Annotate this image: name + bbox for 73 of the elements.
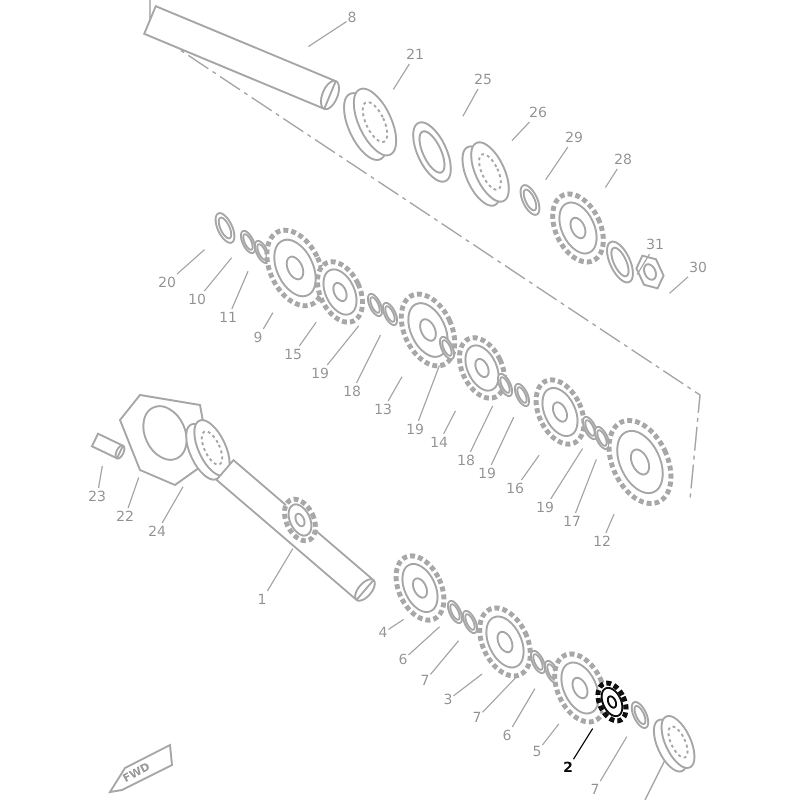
leader-line [388, 618, 404, 630]
leader-line [470, 406, 494, 452]
leader-line [204, 257, 232, 292]
leader-line [308, 21, 347, 48]
callout-number: 1 [258, 592, 266, 608]
callout-number: 11 [219, 310, 237, 326]
callout-number: 2 [563, 760, 573, 776]
leader-line [430, 640, 460, 675]
callout-number: 6 [398, 652, 408, 668]
leader-line [545, 146, 568, 180]
leader-line [231, 270, 249, 310]
leader-line [550, 448, 584, 500]
leader-line [262, 312, 274, 330]
callout-number: 25 [474, 72, 492, 88]
leader-line [408, 626, 440, 656]
callout-number: 8 [348, 10, 356, 26]
callout-number: 17 [563, 514, 581, 530]
callout-number: 5 [532, 744, 542, 760]
leader-line [266, 548, 294, 592]
leader-line [176, 249, 205, 275]
callout-number: 4 [378, 625, 388, 641]
leader-line [520, 454, 540, 480]
callout-number: 20 [158, 275, 176, 291]
callout-number: 12 [593, 534, 611, 550]
callout-number: 19 [478, 466, 496, 482]
callout-number: 6 [502, 728, 512, 744]
leader-line [604, 168, 618, 188]
leader-line [669, 276, 689, 294]
callout-number: 3 [444, 692, 452, 708]
leader-line [542, 724, 560, 746]
leader-line [356, 334, 382, 384]
leader-line [453, 674, 482, 696]
callout-number: 7 [472, 710, 482, 726]
callout-number: 21 [406, 47, 424, 63]
callout-number: 15 [284, 347, 302, 363]
leader-line [162, 486, 184, 524]
callout-number: 7 [420, 673, 430, 689]
leader-line [490, 416, 514, 466]
leader-line [574, 459, 597, 514]
leader-line [462, 88, 479, 117]
leader-line [443, 410, 456, 434]
callout-number: 29 [565, 130, 583, 146]
leader-line [418, 365, 440, 422]
callout-number: 7 [590, 782, 600, 798]
leader-line [511, 122, 530, 142]
leader-line [298, 322, 317, 346]
callout-number: 18 [343, 384, 361, 400]
callout-number: 19 [536, 500, 554, 516]
callout-number: 28 [614, 152, 632, 168]
leader-line [392, 64, 410, 90]
callout-number: 30 [689, 260, 707, 276]
leader-line [512, 688, 536, 728]
callout-number: 31 [646, 237, 664, 253]
callout-number: 23 [88, 489, 106, 505]
callout-number: 9 [254, 330, 262, 346]
callout-number: 13 [374, 402, 392, 418]
leader-line [605, 514, 615, 534]
callout-number: 22 [116, 509, 134, 525]
callout-number: 19 [406, 422, 424, 438]
leader-line [388, 376, 403, 402]
leader-line [600, 736, 628, 782]
leader-line [128, 477, 140, 508]
leader-line [572, 728, 594, 760]
leader-line [326, 325, 360, 366]
callout-number: 19 [311, 366, 329, 382]
callout-number: 16 [506, 481, 524, 497]
callout-number: 24 [148, 524, 166, 540]
leader-line [636, 254, 650, 275]
callout-number: 10 [188, 292, 206, 308]
callout-number: 14 [430, 435, 448, 451]
callout-number: 26 [529, 105, 547, 121]
callout-number: 18 [457, 453, 475, 469]
leader-line [98, 466, 103, 488]
